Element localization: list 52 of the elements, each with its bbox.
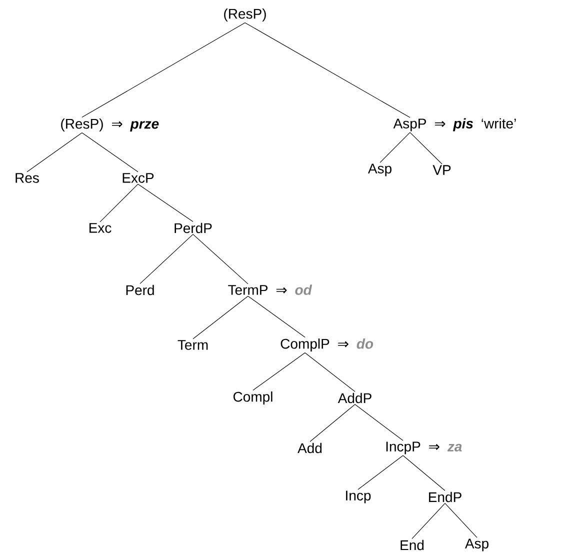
tree-label: AddP <box>338 392 372 404</box>
gloss-text: od <box>295 284 312 295</box>
tree-branch <box>252 352 306 391</box>
tree-label: Exc <box>89 223 112 233</box>
tree-branch <box>192 234 248 284</box>
gloss-text: prze <box>130 121 159 132</box>
tree-branch <box>412 503 446 539</box>
tree-branch <box>410 132 442 164</box>
tree-branch <box>82 132 138 172</box>
tree-label: Compl <box>233 391 272 405</box>
gloss-text: za <box>447 444 462 452</box>
tree-label: VP <box>432 165 451 175</box>
tree-label: Res <box>16 173 39 183</box>
tree-label: End <box>400 540 424 550</box>
tree-label: Asp <box>464 538 488 552</box>
tree-branch <box>82 22 246 118</box>
tree-branch <box>444 503 478 538</box>
tree-branch <box>100 184 138 222</box>
tree-branch <box>26 132 82 172</box>
tree-label: ExcP <box>122 173 154 183</box>
tree-branch <box>304 352 356 392</box>
implication-arrow: ⇒ <box>338 341 348 348</box>
implication-arrow: ⇒ <box>112 121 122 128</box>
implication-arrow: ⇒ <box>434 120 446 127</box>
tree-branch <box>140 234 194 284</box>
tree-branch <box>354 404 404 441</box>
tree-label: IncpP <box>386 442 420 454</box>
tree-label: TermP <box>228 285 268 295</box>
tree-branch <box>248 296 306 338</box>
gloss-text: ‘write’ <box>482 118 516 128</box>
tree-branch <box>310 404 356 442</box>
tree-branch <box>138 184 194 222</box>
tree-label: (ResP) <box>61 118 103 132</box>
tree-label: Incp <box>346 490 371 504</box>
tree-label: EndP <box>429 492 462 502</box>
tree-branch <box>380 132 410 163</box>
implication-arrow: ⇒ <box>429 444 440 450</box>
tree-label: Add <box>298 442 322 454</box>
gloss-text: do <box>356 338 374 349</box>
tree-label: PerdP <box>174 222 212 234</box>
tree-branch <box>192 296 248 340</box>
implication-arrow: ⇒ <box>276 287 287 294</box>
tree-label: ComplP <box>280 338 330 352</box>
tree-label: Asp <box>368 164 392 176</box>
tree-label: Term <box>178 340 208 350</box>
gloss-text: pis <box>452 118 474 132</box>
tree-label: Perd <box>126 284 154 296</box>
tree-branch <box>358 455 404 490</box>
tree-label: (ResP) <box>224 8 266 22</box>
tree-branch <box>402 455 446 491</box>
tree-branch <box>244 22 410 118</box>
tree-label: AspP <box>393 118 426 132</box>
